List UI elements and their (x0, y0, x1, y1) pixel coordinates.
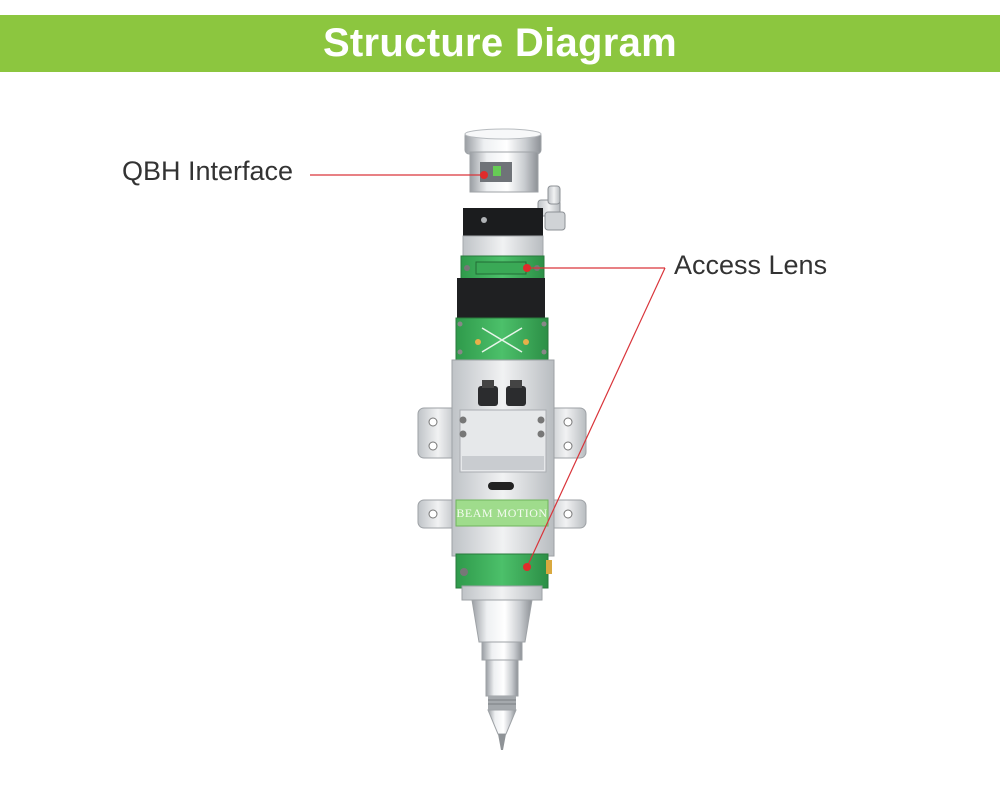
adjustment-block (455, 317, 549, 361)
mounting-bracket-right (545, 407, 587, 529)
lower-green-block (455, 553, 552, 589)
black-housing (457, 278, 545, 320)
black-collar (463, 208, 543, 238)
brand-plate-text: BEAM MOTION (456, 506, 547, 520)
main-body (451, 359, 555, 557)
qbh-interface-label: QBH Interface (122, 156, 294, 186)
title-banner: Structure Diagram (0, 15, 1000, 72)
page-title: Structure Diagram (322, 21, 678, 65)
silver-block (462, 235, 544, 259)
qbh-interface (464, 128, 542, 193)
brand-plate: BEAM MOTION (455, 499, 549, 527)
access-lens-callout-line (523, 264, 666, 571)
qbh-callout-line (310, 171, 488, 179)
access-lens-label: Access Lens (674, 250, 828, 280)
focus-knob-icon (478, 380, 526, 406)
nozzle-assembly (461, 585, 543, 750)
